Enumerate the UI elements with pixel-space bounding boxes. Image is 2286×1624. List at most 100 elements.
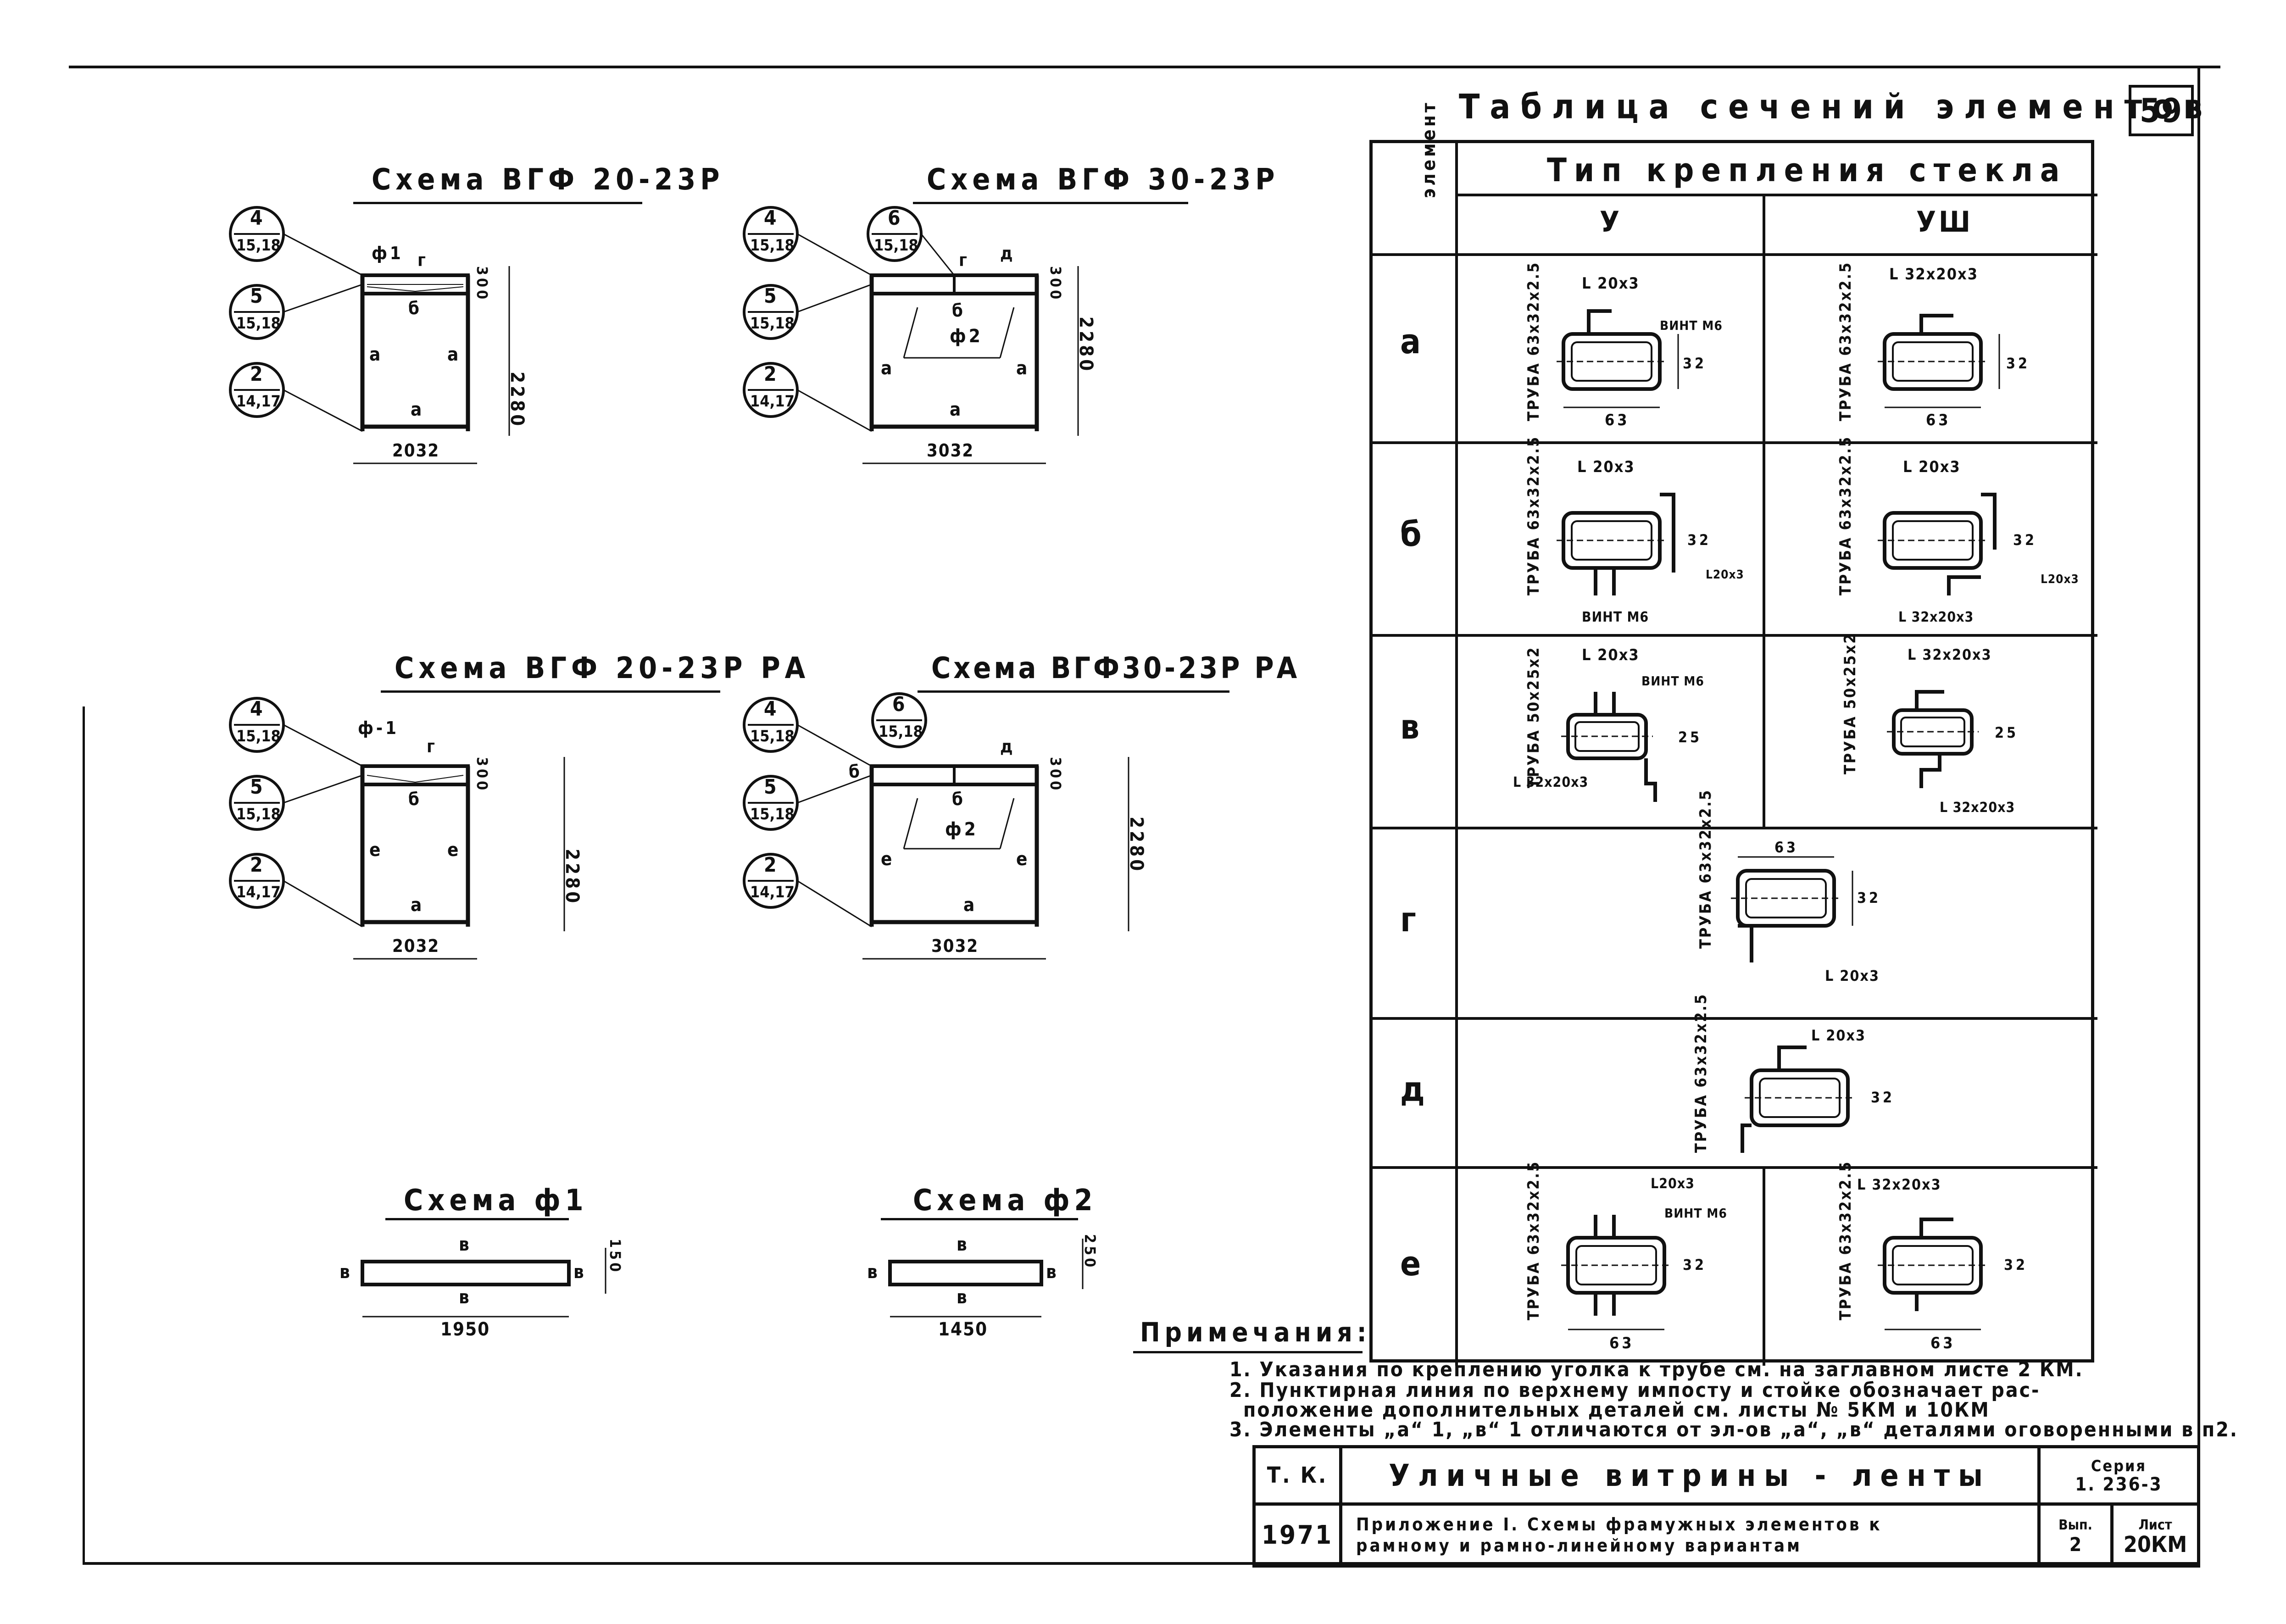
dim-label: 63 (1930, 1334, 1956, 1352)
title-underline (385, 1218, 569, 1220)
tube-section-drawing (1878, 1218, 1988, 1330)
bubble-number: 6 (892, 693, 908, 716)
bubble-number: 5 (250, 775, 266, 799)
bubble-ref: 15,18 (750, 727, 795, 745)
tube-label: ТРУБА 63х32х2.5 (1836, 435, 1855, 595)
top-border-line (69, 66, 2220, 68)
dim-top: 300 (473, 757, 491, 793)
bubble-number: 5 (764, 284, 779, 308)
frame-drawing (743, 692, 1129, 960)
element-label: д (1000, 736, 1016, 756)
angle-label: L 20х3 (1811, 1027, 1866, 1044)
tube-label: ТРУБА 50х25х2 (1841, 632, 1859, 774)
title-underline (353, 202, 642, 204)
tube-section-drawing (1878, 493, 1997, 595)
scheme-title: Схема ВГФ 20-23Р РА (395, 651, 810, 685)
row-key-v: в (1400, 707, 1423, 747)
title-underline (913, 202, 1188, 204)
tube-label: ТРУБА 63х32х2.5 (1524, 261, 1543, 421)
angle-label: L 32х20х3 (1908, 646, 1992, 663)
issue-label: Вып. (2058, 1517, 2092, 1533)
element-label: а (447, 344, 462, 365)
section-e-ush: ТРУБА 63х32х2.5 L 32х20х3 32 63 (1765, 1161, 2097, 1366)
bubble-number: 4 (250, 697, 266, 721)
tube-section-drawing (1557, 309, 1679, 408)
dim-height: 2280 (562, 849, 583, 906)
scheme-f1: в в в в 1950 150 (330, 1220, 651, 1358)
left-border-line (83, 706, 85, 1564)
element-label: а (411, 895, 425, 916)
section-v-u: ТРУБА 50х25х2 L 20х3 ВИНТ М6 25 L 32х20х… (1458, 637, 1763, 827)
bubble-ref: 15,18 (750, 314, 795, 333)
angle-label: L20х3 (1706, 568, 1744, 582)
element-label: б (952, 300, 966, 321)
notes-title: Примечания: (1140, 1317, 1371, 1348)
bubble-number: 5 (764, 775, 779, 799)
dim-label: 63 (1609, 1334, 1635, 1352)
bottom-border-line (83, 1562, 2200, 1565)
bubble-number: 2 (250, 362, 266, 386)
grid-line (1763, 1166, 1765, 1366)
row-key-a: а (1400, 322, 1424, 362)
tube-section-drawing (1731, 856, 1853, 962)
scheme-title: Схема ВГФ 30-23Р (927, 163, 1279, 197)
frame-drawing (229, 206, 510, 464)
row-key-g: г (1400, 900, 1419, 940)
element-label: е (447, 840, 462, 861)
right-border-line (2197, 66, 2200, 1566)
note-line-1: 1. Указания по креплению уголка к трубе … (1229, 1358, 2084, 1381)
bubble-ref: 15,18 (750, 805, 795, 823)
panel-letter: в (957, 1287, 970, 1308)
tk-cell: Т. К. (1252, 1445, 1342, 1506)
section-b-ush: ТРУБА 63х32х2.5 L 20х3 32 L20х3 L 32х20х… (1765, 436, 2097, 634)
bubble-ref: 14,17 (236, 883, 281, 901)
element-label: г (959, 250, 970, 270)
element-label: а (881, 358, 895, 379)
angle-label: L 32х20х3 (1889, 265, 1978, 284)
dim-label: 32 (1871, 1089, 1895, 1106)
element-label: г (427, 736, 438, 756)
bubble-ref: 14,17 (750, 392, 795, 411)
series-cell: Серия 1. 236-3 (2037, 1445, 2200, 1506)
dim-label: 32 (1687, 531, 1712, 549)
grid-line (1373, 1166, 2097, 1169)
angle-label: L20х3 (1651, 1176, 1695, 1192)
element-label: ф2 (950, 326, 983, 347)
dim-height: 250 (1081, 1234, 1099, 1270)
title-block: Т. К. Уличные витрины - ленты Серия 1. 2… (1252, 1445, 2200, 1568)
tube-label: ТРУБА 63х32х2.5 (1836, 261, 1855, 421)
grid-line (1458, 194, 2097, 196)
bubble-number: 2 (250, 853, 266, 877)
series-label: Серия (2091, 1457, 2147, 1475)
dim-label: 63 (1926, 411, 1951, 429)
description-line-1: Приложение I. Схемы фрамужных элементов … (1356, 1514, 1882, 1535)
note-line-3: положение дополнительных деталей см. лис… (1243, 1398, 1990, 1422)
description-line-2: рамному и рамно-линейному вариантам (1356, 1535, 1802, 1556)
grid-line (1373, 634, 2097, 637)
scheme-vgf-20-23r-ra: 4 15,18 5 15,18 2 14,17 ф-1 г б е е а 20… (229, 693, 596, 977)
list-cell: Лист 20КМ (2110, 1502, 2200, 1568)
scheme-title: Схема ВГФ30-23Р РА (931, 651, 1300, 685)
panel-letter: в (459, 1234, 472, 1255)
element-label: д (1000, 243, 1016, 263)
element-label: а (950, 399, 964, 420)
dim-width: 2032 (392, 936, 440, 956)
tube-section-drawing (1557, 493, 1675, 595)
dim-label: 32 (1683, 355, 1707, 372)
tube-label: ТРУБА 63х32х2.5 (1524, 1160, 1543, 1320)
tube-section-drawing (1741, 1046, 1855, 1153)
angle-label: L 32х20х3 (1940, 800, 2015, 816)
angle-label: L 32х20х3 (1513, 774, 1589, 790)
notes-underline (1133, 1351, 1363, 1353)
dim-width: 3032 (927, 440, 974, 461)
dim-height: 2280 (1075, 317, 1096, 374)
dim-label: 32 (2006, 355, 2030, 372)
angle-label: L 20х3 (1582, 646, 1640, 664)
bubble-ref: 15,18 (236, 236, 281, 255)
grid-line (1373, 253, 2097, 256)
screw-label: ВИНТ М6 (1664, 1206, 1727, 1221)
panel-letter: в (957, 1234, 970, 1255)
list-value: 20КМ (2123, 1532, 2187, 1557)
bubble-number: 5 (250, 284, 266, 308)
panel-letter: в (573, 1262, 587, 1283)
